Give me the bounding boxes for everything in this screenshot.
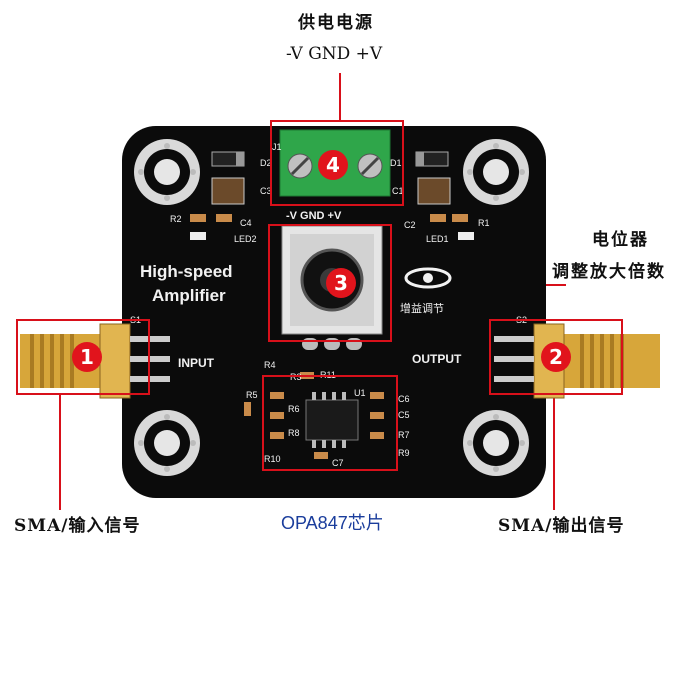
ref-R1: R1	[478, 218, 490, 228]
pot-label-line1: 电位器	[592, 230, 649, 250]
ref-C1: C1	[392, 186, 404, 196]
ref-R2: R2	[170, 214, 182, 224]
ref-R6: R6	[288, 404, 300, 414]
board-output-label: OUTPUT	[412, 352, 462, 366]
ref-C5: C5	[398, 410, 410, 420]
badge-3: 3	[326, 268, 356, 298]
ref-C6: C6	[398, 394, 410, 404]
ref-U1: U1	[354, 388, 366, 398]
badge-1: 1	[72, 342, 102, 372]
ref-R4: R4	[264, 360, 276, 370]
pot-label-line2: 调整放大倍数	[552, 262, 666, 282]
ref-J1: J1	[272, 142, 282, 152]
ref-R9: R9	[398, 448, 410, 458]
highlight-chip-area	[262, 375, 398, 471]
power-title: 供电电源	[298, 13, 374, 33]
highlight-sma-output	[489, 319, 623, 395]
highlight-terminal-block	[270, 120, 404, 206]
ref-C7: C7	[332, 458, 344, 468]
ref-D1: D1	[390, 158, 402, 168]
ref-R7: R7	[398, 430, 410, 440]
board-gain-label: 增益调节	[400, 301, 444, 315]
ref-R8: R8	[288, 428, 300, 438]
board-title-line2: Amplifier	[152, 286, 226, 305]
ref-R3: R3	[290, 372, 302, 382]
mounting-hole-br	[463, 410, 529, 476]
ref-R10: R10	[264, 454, 281, 464]
board-title-line1: High-speed	[140, 262, 233, 281]
chip-callout: OPA847芯片	[281, 513, 384, 533]
sma-output-callout: SMA/输出信号	[498, 516, 625, 536]
ref-LED2: LED2	[234, 234, 257, 244]
ref-C4: C4	[240, 218, 252, 228]
badge-4: 4	[318, 150, 348, 180]
sma-input-callout: SMA/输入信号	[14, 516, 141, 536]
ref-C2: C2	[404, 220, 416, 230]
ref-D2: D2	[260, 158, 272, 168]
mounting-hole-bl	[134, 410, 200, 476]
ref-LED1: LED1	[426, 234, 449, 244]
board-input-label: INPUT	[178, 356, 215, 370]
highlight-sma-input	[16, 319, 150, 395]
highlight-potentiometer	[268, 224, 392, 342]
ref-R5: R5	[246, 390, 258, 400]
mounting-hole-tr	[463, 139, 529, 205]
ref-C3: C3	[260, 186, 272, 196]
badge-2: 2	[541, 342, 571, 372]
board-header-pins: -V GND +V	[286, 210, 342, 222]
mounting-hole-tl	[134, 139, 200, 205]
power-pins-label: -V GND +V	[286, 44, 383, 64]
